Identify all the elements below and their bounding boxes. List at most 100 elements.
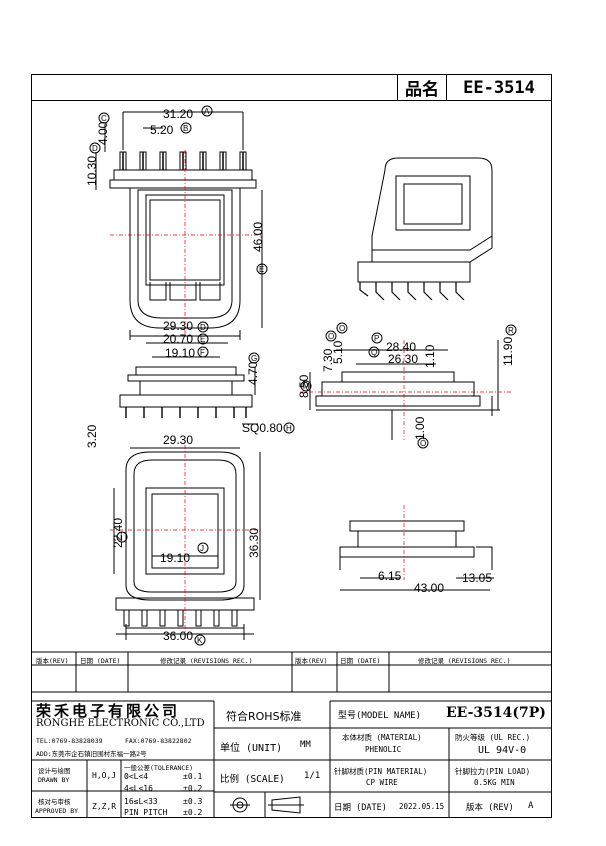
unit-value: MM bbox=[300, 740, 311, 750]
tol-value-1: ±0.1 bbox=[183, 772, 203, 781]
svg-text:D: D bbox=[200, 323, 206, 332]
marker-h: H bbox=[283, 422, 295, 434]
right-elevation bbox=[309, 340, 500, 440]
dim-3-20: 3.20 bbox=[85, 424, 99, 448]
isometric-view bbox=[357, 157, 493, 301]
marker-p: P bbox=[371, 332, 383, 344]
dim-4-00: 4.00 bbox=[96, 121, 110, 145]
tol-range-1: 0<L<4 bbox=[124, 772, 149, 781]
approved-by-cn: 核对与审核 bbox=[38, 798, 71, 806]
marker-n: O bbox=[336, 322, 348, 334]
svg-text:K: K bbox=[197, 636, 203, 645]
svg-text:A: A bbox=[204, 107, 210, 116]
unit-label: 单位 (UNIT) bbox=[220, 743, 283, 754]
dim-19-10-b: 19.10 bbox=[160, 551, 190, 565]
header-divider-v2 bbox=[446, 74, 447, 100]
dim-8-50: 8.50 bbox=[297, 374, 311, 398]
svg-text:O: O bbox=[420, 439, 426, 448]
marker-d: D bbox=[89, 142, 101, 154]
side-view bbox=[119, 342, 258, 425]
rev-col-rev-1: 版本(REV) bbox=[36, 657, 69, 665]
part-number: EE-3514 bbox=[463, 77, 535, 98]
svg-text:R: R bbox=[508, 326, 514, 335]
svg-text:Q: Q bbox=[371, 348, 377, 357]
svg-text:M: M bbox=[303, 382, 310, 391]
flame-value: UL 94V-0 bbox=[478, 745, 527, 756]
material-label: 本体材质 (MATERIAL) bbox=[342, 733, 422, 742]
header-divider-v1 bbox=[397, 74, 398, 100]
marker-c: C bbox=[98, 112, 110, 124]
dim-1-00: 1.00 bbox=[413, 416, 427, 440]
dim-10-30: 10.30 bbox=[85, 156, 99, 186]
dim-19-10-a: 19.10 bbox=[165, 346, 195, 360]
dim-20-70: 20.70 bbox=[163, 332, 193, 346]
dim-5-10: 5.10 bbox=[331, 340, 345, 364]
dim-46-00: 46.00 bbox=[251, 222, 265, 252]
pin-material-label: 针脚材质(PIN MATERIAL) bbox=[334, 767, 428, 776]
dim-11-90: 11.90 bbox=[501, 337, 515, 366]
header-divider bbox=[31, 100, 552, 101]
company-name-cn: 荣禾电子有限公司 bbox=[36, 702, 181, 720]
company-address: ADD:东莞市企石镇旧围村东福一路2号 bbox=[36, 750, 147, 758]
svg-text:P: P bbox=[374, 334, 379, 343]
marker-g: G bbox=[248, 352, 260, 364]
svg-text:C: C bbox=[101, 114, 107, 123]
dim-29-30-b: 29.30 bbox=[163, 433, 193, 447]
tolerance-title: 一般公差(TOLERANCE) bbox=[124, 764, 194, 772]
date-value: 2022.05.15 bbox=[399, 802, 445, 811]
tol-range-3: 16≤L<33 bbox=[124, 797, 158, 806]
dim-43-00: 43.00 bbox=[414, 581, 444, 595]
dim-36-00: 36.00 bbox=[163, 629, 193, 643]
marker-m: M bbox=[300, 380, 312, 392]
marker-f: F bbox=[197, 346, 209, 358]
scale-label: 比例 (SCALE) bbox=[220, 774, 285, 785]
model-value: EE-3514(7P) bbox=[446, 705, 546, 721]
marker-i: I bbox=[116, 531, 128, 543]
svg-text:J: J bbox=[200, 544, 204, 553]
material-value: PHENOLIC bbox=[365, 745, 402, 754]
dim-31-20: 31.20 bbox=[163, 107, 193, 121]
rev-col-rev-2: 版本(REV) bbox=[295, 657, 328, 665]
tol-value-4: ±0.2 bbox=[183, 808, 203, 817]
svg-text:H: H bbox=[286, 424, 292, 433]
svg-text:O: O bbox=[339, 324, 345, 333]
marker-a: A bbox=[201, 105, 213, 117]
rohs-label: 符合ROHS标准 bbox=[226, 710, 302, 723]
drawn-by-cn: 设计与绘图 bbox=[38, 767, 71, 775]
company-name-en: RONGHE ELECTRONIC CO.,LTD bbox=[36, 718, 205, 729]
name-label: 品名 bbox=[405, 80, 439, 100]
rev-value: A bbox=[528, 801, 534, 811]
marker-r: R bbox=[505, 324, 517, 336]
right-front-elevation bbox=[339, 520, 494, 591]
svg-text:E: E bbox=[259, 265, 264, 274]
rev-col-record-1: 修改记录 (REVISIONS REC.) bbox=[160, 657, 253, 665]
model-label: 型号(MODEL NAME) bbox=[338, 711, 422, 721]
dim-5-20: 5.20 bbox=[150, 123, 174, 137]
dim-6-15: 6.15 bbox=[378, 569, 402, 583]
marker-b: B bbox=[180, 122, 192, 134]
dim-29-30-a: 29.30 bbox=[163, 319, 193, 333]
pin-load-label: 针脚拉力(PIN LOAD) bbox=[455, 767, 531, 776]
svg-text:B: B bbox=[183, 124, 188, 133]
tol-value-2: ±0.2 bbox=[183, 784, 203, 793]
front-view bbox=[95, 111, 263, 340]
dim-22-40: 22.40 bbox=[111, 518, 125, 548]
marker-j: J bbox=[197, 542, 209, 554]
pin-material-value: CP WIRE bbox=[366, 778, 398, 787]
dim-1-10: 1.10 bbox=[423, 344, 437, 368]
marker-q: Q bbox=[368, 346, 380, 358]
tol-range-2: 4≤L<16 bbox=[124, 784, 153, 793]
svg-text:D: D bbox=[92, 144, 98, 153]
dim-sq0-80: SQ0.80 bbox=[242, 421, 283, 435]
bottom-view bbox=[113, 447, 261, 640]
tol-value-3: ±0.3 bbox=[183, 797, 203, 806]
tol-range-4: PIN PITCH bbox=[124, 808, 168, 817]
dim-26-30: 26.30 bbox=[388, 352, 418, 366]
approved-by-en: APPROVED BY bbox=[35, 807, 79, 815]
marker-e2: E bbox=[197, 333, 209, 345]
svg-text:E: E bbox=[200, 335, 205, 344]
company-fax: FAX:0769-83822802 bbox=[125, 737, 192, 745]
flame-label: 防火等级 (UL REC.) bbox=[455, 733, 531, 742]
